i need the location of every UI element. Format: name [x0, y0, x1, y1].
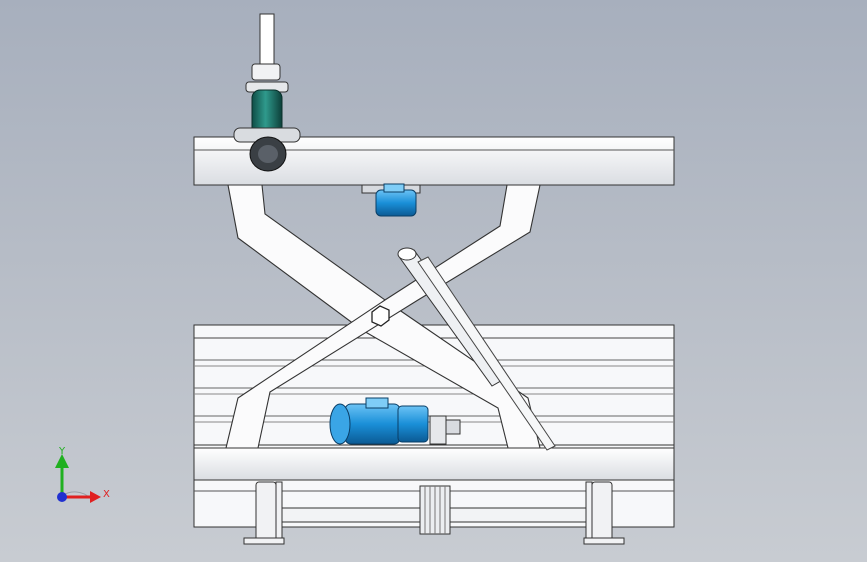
gearbox [429, 415, 447, 445]
hydraulic-cylinder[interactable] [233, 13, 301, 172]
support-wheels[interactable] [243, 481, 625, 545]
telescopic-actuator[interactable] [397, 247, 556, 451]
upper-motor[interactable] [361, 183, 421, 217]
x-axis-label: X [103, 489, 110, 500]
y-axis-label: Y [58, 446, 66, 457]
drive-motor[interactable] [329, 397, 461, 445]
z-axis-dot [57, 492, 67, 502]
coordinate-triad: Y X [55, 446, 110, 503]
scissor-arms[interactable] [225, 184, 541, 449]
pivot-bolt [371, 305, 390, 327]
